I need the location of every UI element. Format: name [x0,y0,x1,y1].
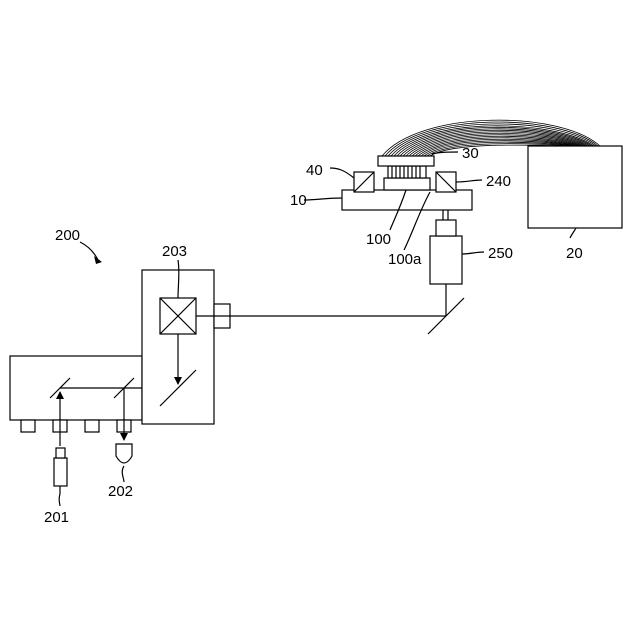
controller-20 [528,146,622,228]
light-source-201 [54,448,67,494]
label-30: 30 [462,145,479,162]
probe-card-30 [378,156,434,166]
port-row [21,420,131,432]
element-40 [354,172,374,192]
label-202: 202 [108,483,133,500]
label-250: 250 [488,245,513,262]
stage-10 [342,190,472,210]
detector-202-shape [116,444,132,463]
beam-splitter-cube [160,298,196,334]
arrowhead-200 [94,256,102,264]
objective-lens-250 [430,220,462,284]
label-10: 10 [290,192,307,209]
label-100: 100 [366,231,391,248]
label-100a: 100a [388,251,422,268]
label-200: 200 [55,227,80,244]
label-20: 20 [566,245,583,262]
label-40: 40 [306,162,323,179]
label-203: 203 [162,243,187,260]
sample-100 [384,166,430,190]
label-240: 240 [486,173,511,190]
element-240 [436,172,456,192]
leader-lines [59,152,576,506]
label-201: 201 [44,509,69,526]
